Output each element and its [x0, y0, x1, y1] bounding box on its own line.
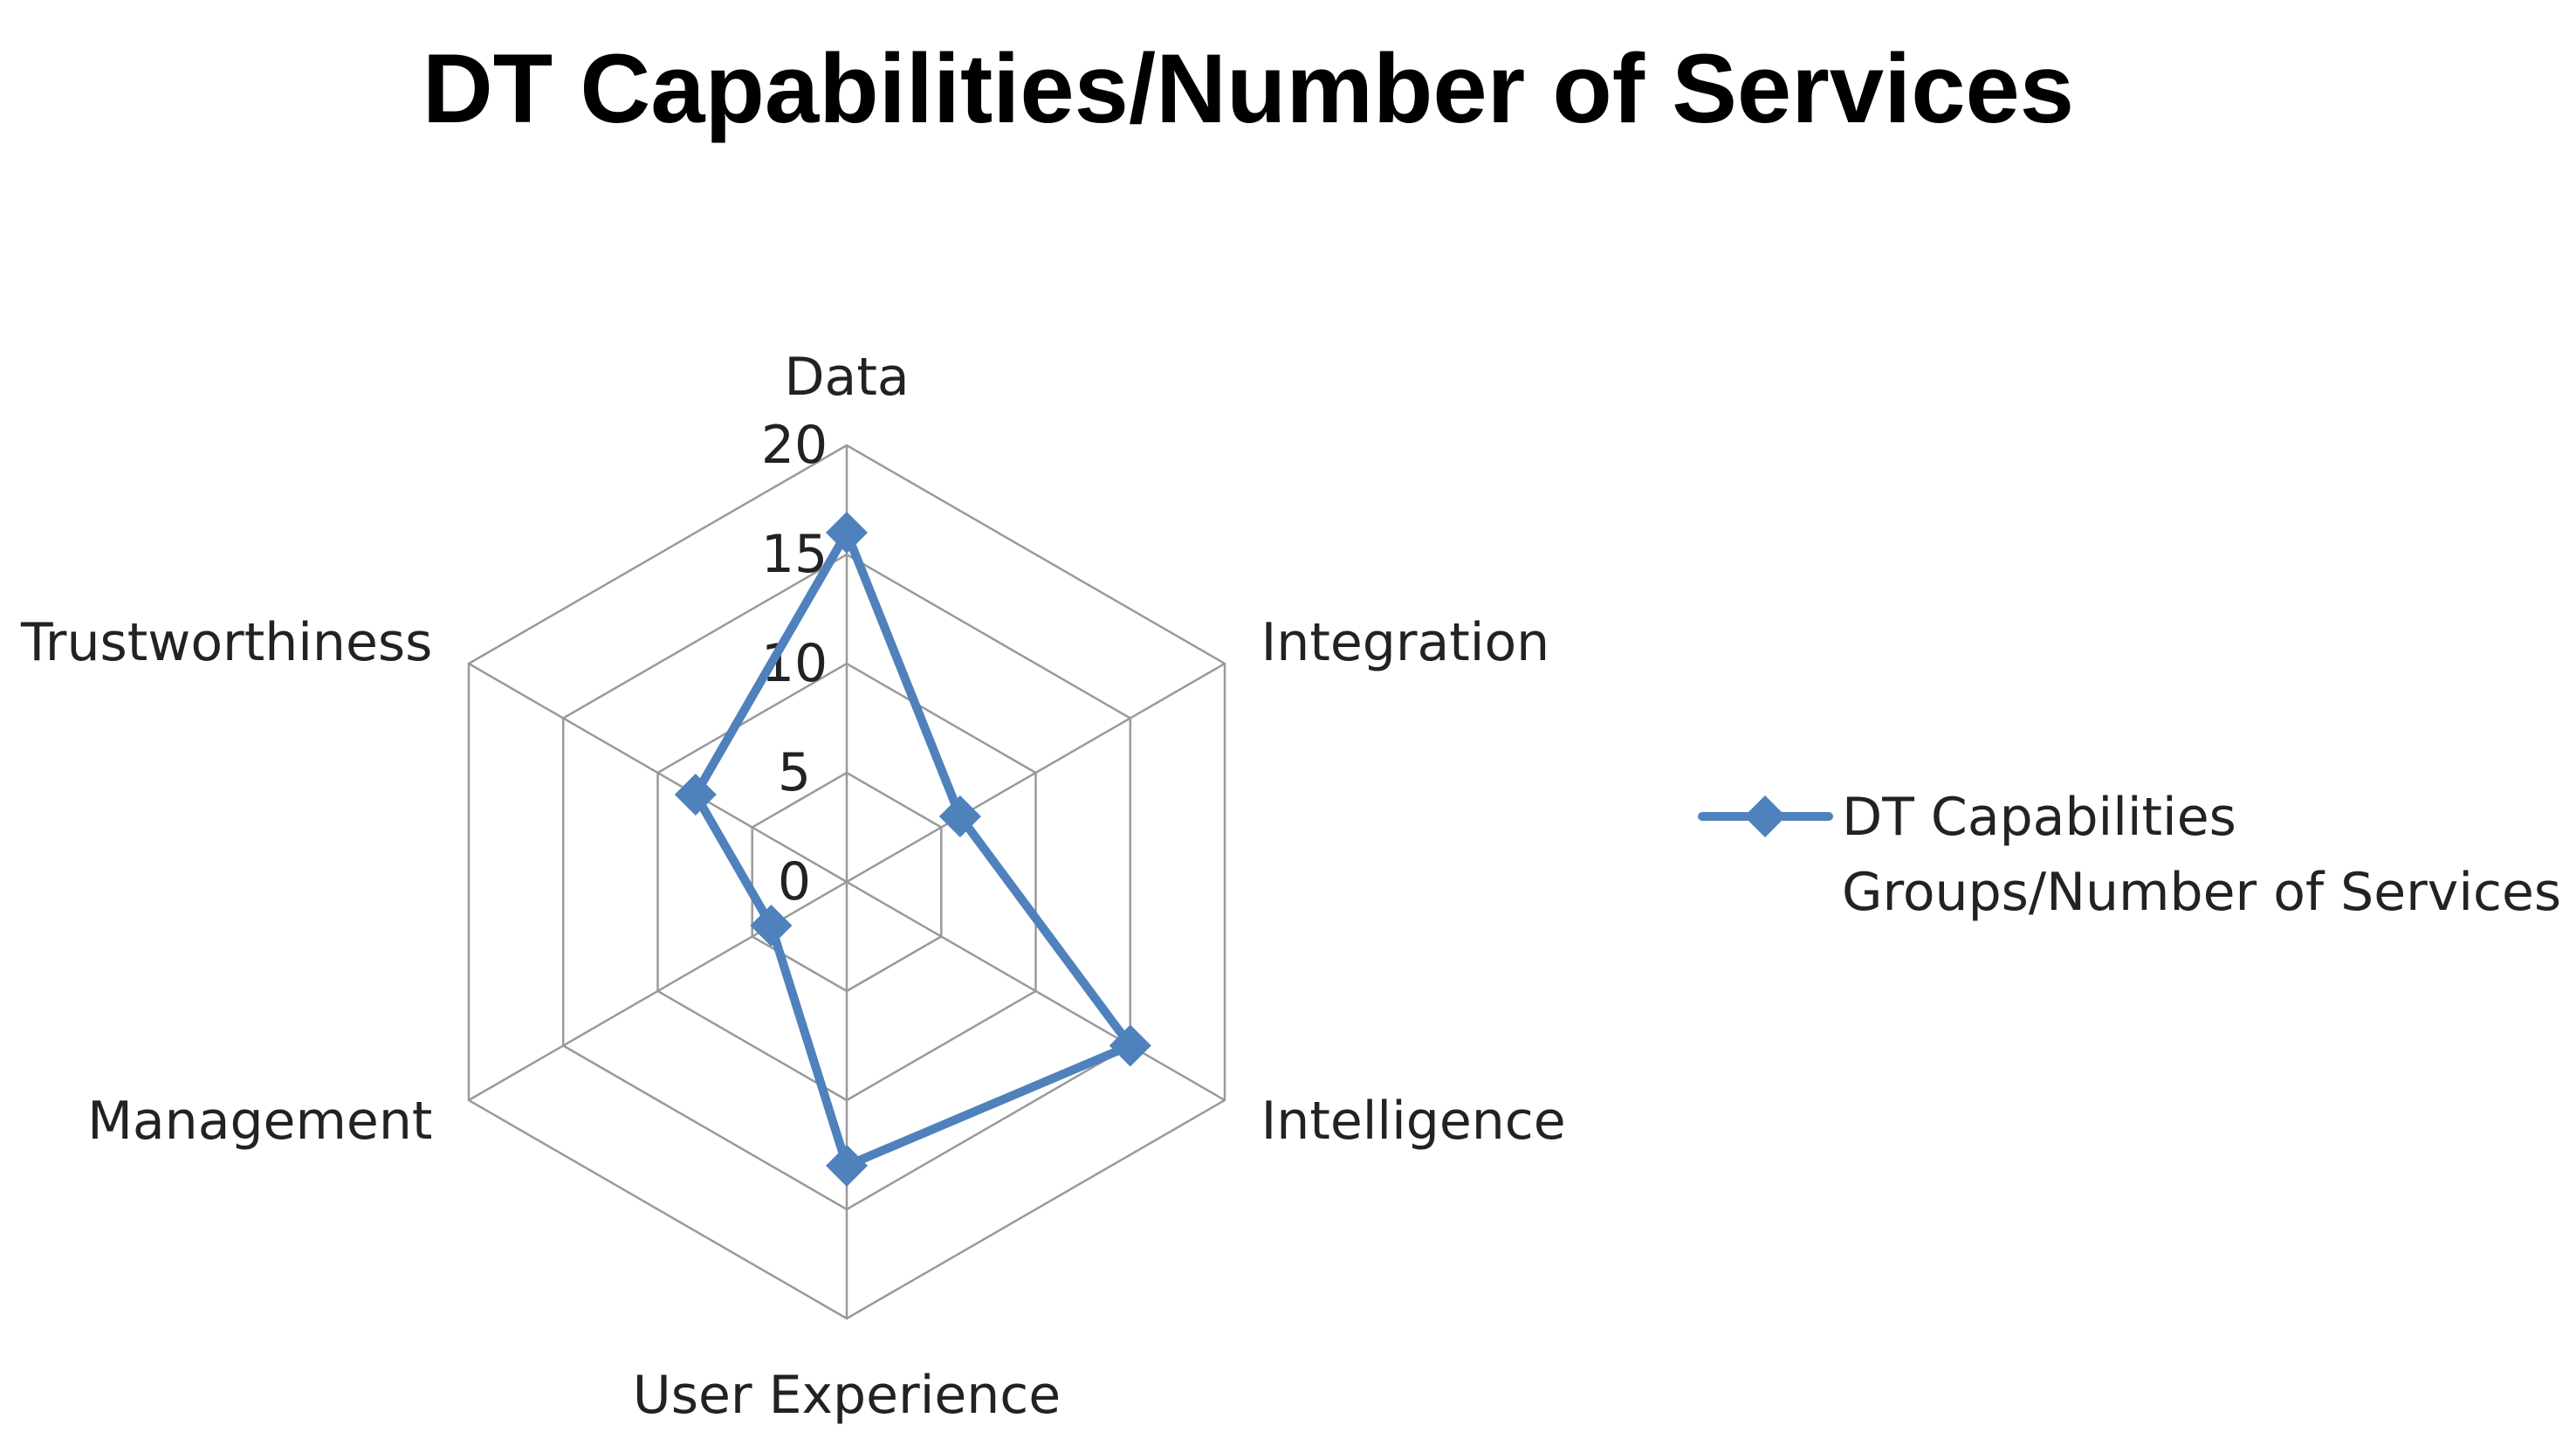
- spoke-trustworthiness: [468, 662, 848, 884]
- series-group: [674, 512, 1151, 1187]
- tick-label-15: 15: [761, 524, 828, 585]
- data-point-intelligence: [1109, 1024, 1151, 1067]
- tick-label-20: 20: [761, 415, 828, 476]
- data-point-management: [750, 905, 793, 947]
- spoke-integration: [846, 662, 1226, 884]
- legend-label-line-2: Groups/Number of Services: [1842, 862, 2561, 923]
- data-point-integration: [938, 795, 981, 837]
- tick-label-5: 5: [778, 742, 811, 803]
- legend-swatch-marker: [1744, 795, 1786, 837]
- category-label-integration: Integration: [1261, 612, 1550, 673]
- category-label-user-experience: User Experience: [633, 1365, 1061, 1426]
- series-line-0: [690, 528, 1135, 1170]
- data-point-trustworthiness: [674, 774, 717, 816]
- radar-grid: [467, 444, 1226, 1320]
- category-label-management: Management: [87, 1091, 432, 1152]
- category-label-intelligence: Intelligence: [1261, 1091, 1566, 1152]
- data-point-data: [826, 512, 868, 554]
- tick-label-0: 0: [778, 851, 811, 912]
- category-label-data: Data: [784, 347, 909, 408]
- legend-label-line-1: DT Capabilities: [1842, 787, 2236, 848]
- category-label-trustworthiness: Trustworthiness: [20, 612, 432, 673]
- legend: DT Capabilities Groups/Number of Service…: [1698, 787, 2561, 923]
- spoke-intelligence: [846, 880, 1226, 1102]
- chart-title: DT Capabilities/Number of Services: [422, 34, 2074, 143]
- data-point-user-experience: [826, 1145, 868, 1187]
